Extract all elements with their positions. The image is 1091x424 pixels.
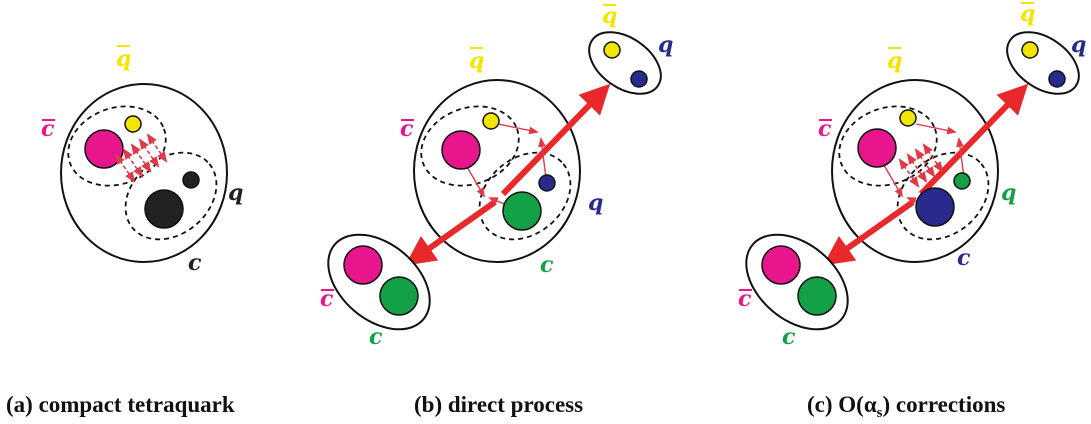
q-bar-quark [482,112,500,130]
c-label: c [540,252,554,278]
q-out-label: q [658,32,673,58]
tetraquark-boundary [60,83,228,263]
caption-c: (c) O(αs) corrections [807,392,1005,421]
q-bar-quark [124,115,142,133]
c-out-label: c [782,324,796,350]
q-quark [182,171,200,189]
separation-arrow-up [918,83,1029,197]
caption-b: (b) direct process [414,392,583,417]
q-bar-quark-out [603,41,621,59]
q-out-label: q [1071,32,1086,58]
meson-c-cbar [745,233,849,331]
gluon-exchange [114,133,168,183]
caption-c-alpha: α [864,392,877,417]
diquark-boundary-upper [67,105,167,187]
q-label: q [1001,180,1016,206]
q-bar-label: q [469,48,484,74]
diquark-boundary-lower [478,151,572,241]
tetraquark-boundary [831,79,999,263]
q-quark-out [1048,70,1066,88]
q-label: q [228,180,243,206]
c-bar-out-label: c [738,286,752,312]
c-quark [915,187,955,227]
separation-arrow-down [823,199,915,266]
q-quark [953,172,971,190]
q-bar-out-label: q [602,3,617,29]
c-bar-label: c [818,116,832,142]
c-bar-quark [84,129,124,169]
q-bar-label: q [887,48,902,74]
tetraquark-boundary [413,79,581,263]
caption-a: (a) compact tetraquark [6,392,235,417]
c-bar-out-label: c [320,286,334,312]
separation-arrow-up [500,83,611,197]
c-bar-label: c [400,116,414,142]
q-bar-out-label: q [1020,1,1035,27]
c-bar-label: c [41,116,55,142]
separation-arrow-down [405,199,497,266]
q-quark [538,174,556,192]
q-bar-label: q [116,46,131,72]
c-bar-quark [857,128,897,168]
c-out-label: c [369,324,383,350]
q-bar-quark-out [1021,41,1039,59]
c-bar-quark-out [761,245,801,285]
c-label: c [957,245,971,271]
c-quark-out [797,276,837,316]
caption-c-subscript: s [877,405,883,421]
c-label: c [188,250,202,276]
gluon-exchange [898,143,944,188]
panel-b: q c q c q q c c (b) direct process [320,3,673,417]
c-quark-out [379,276,419,316]
c-quark [502,191,542,231]
q-label: q [588,190,603,216]
caption-c-suffix: ) corrections [883,392,1006,417]
panel-a: q c q c (a) compact tetraquark [6,45,243,417]
c-bar-quark-out [343,245,383,285]
c-quark [144,189,184,229]
caption-c-prefix: (c) O( [807,392,864,417]
c-bar-quark [441,130,481,170]
panel-c: q c q c q q c c (c) O(αs) corrections [738,1,1086,421]
q-quark-out [630,70,648,88]
q-bar-quark [899,109,917,127]
